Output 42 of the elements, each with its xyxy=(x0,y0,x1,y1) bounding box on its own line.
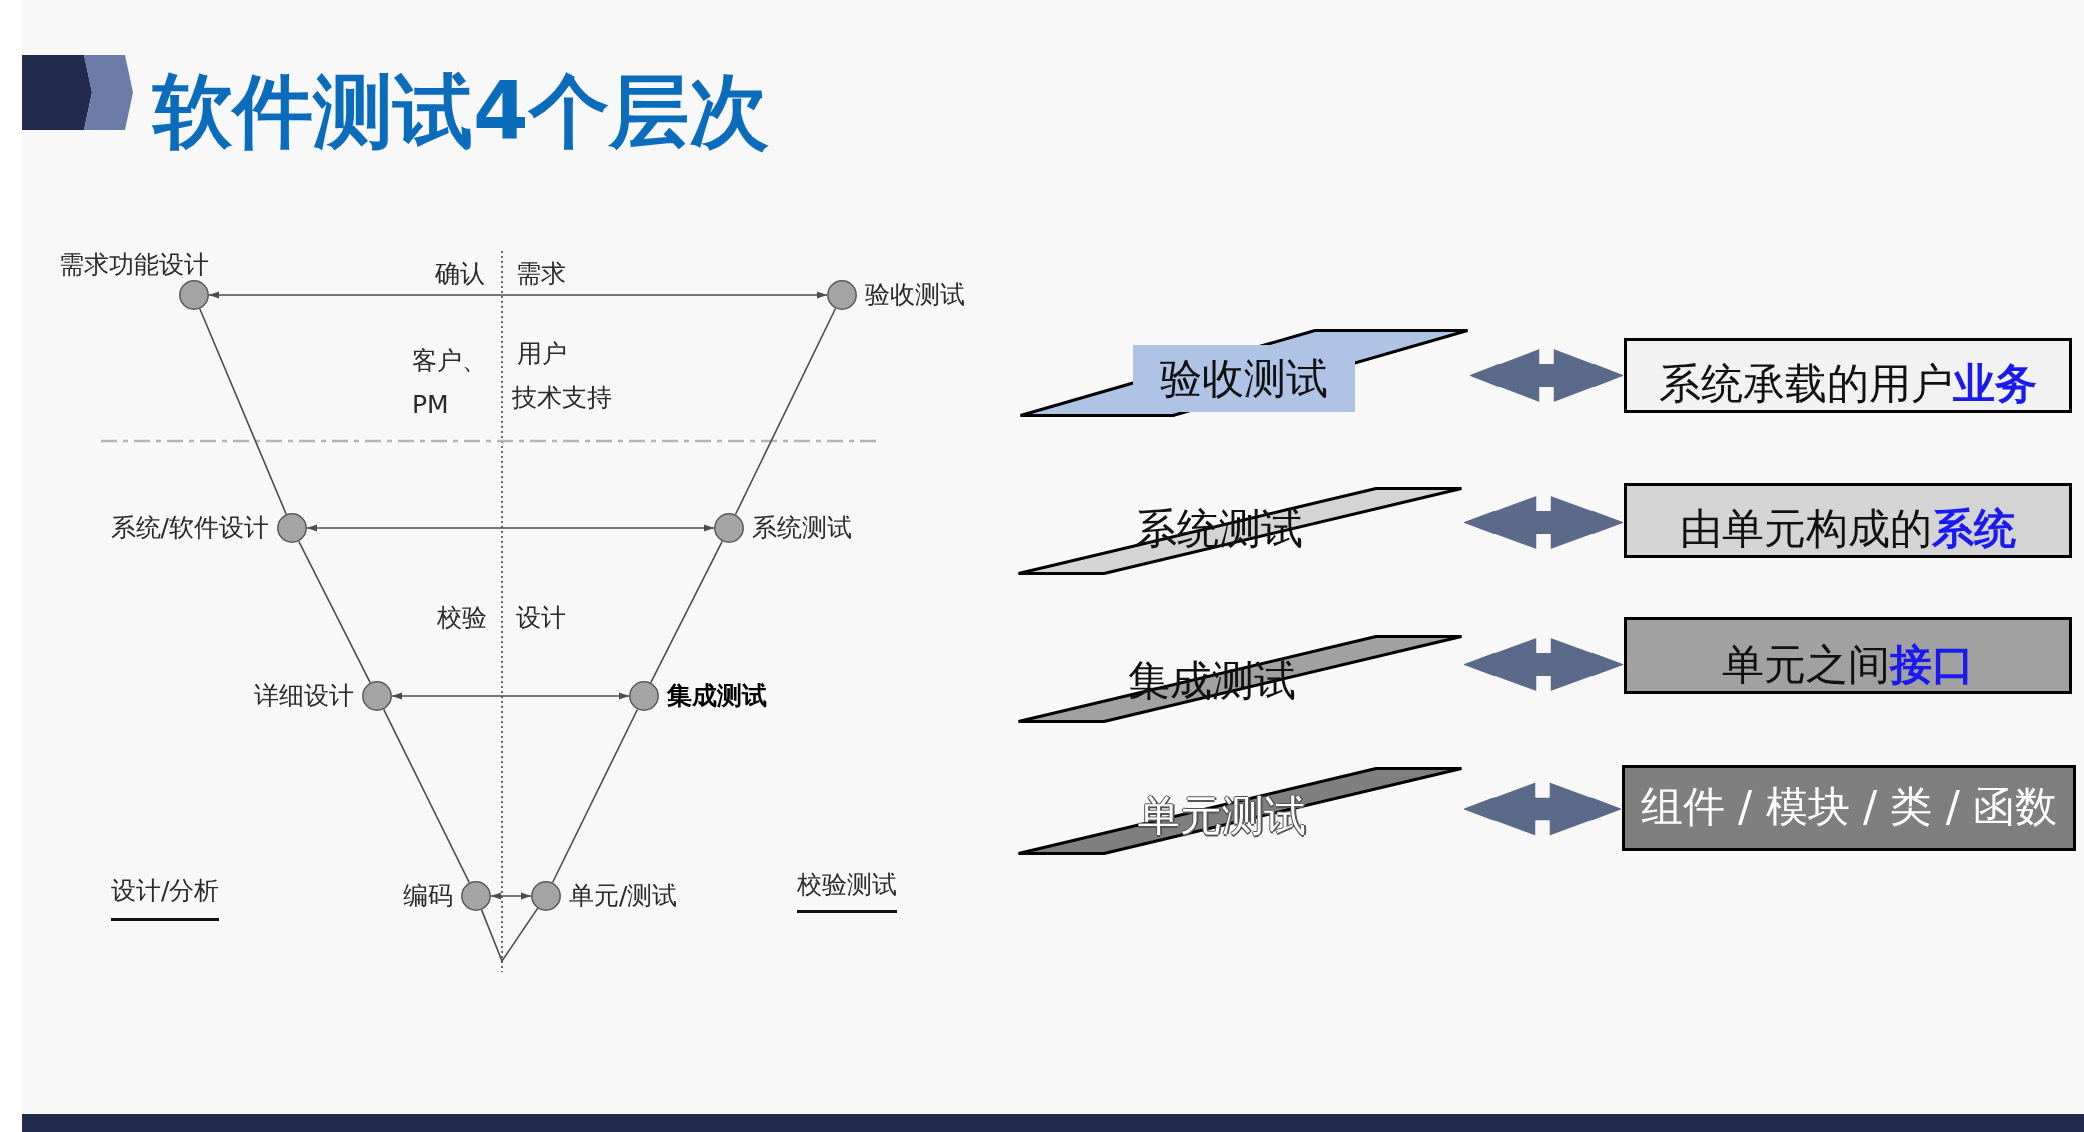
scope-text: 系统承载的用户业务 xyxy=(1659,359,2037,408)
stage-label: 详细设计 xyxy=(254,681,354,711)
annotation-text: 客户、PM xyxy=(412,345,488,421)
connector-line xyxy=(551,708,639,884)
scope-box xyxy=(1624,338,2072,413)
annotation-text: 需求 xyxy=(516,259,566,289)
connector-line xyxy=(480,907,539,963)
level-label: 验收测试 xyxy=(1133,345,1355,412)
annotation-text: 技术支持 xyxy=(512,383,612,413)
scope-text: 单元之间接口 xyxy=(1722,640,1974,689)
stage-label: 验收测试 xyxy=(865,280,965,310)
stage-label: 需求功能设计 xyxy=(59,250,209,280)
double-block-arrow xyxy=(1470,349,1623,402)
double-block-arrow xyxy=(1464,496,1623,549)
double-arrow xyxy=(208,291,828,299)
stage-label: 系统测试 xyxy=(752,513,852,543)
stage-label: 单元/测试 xyxy=(569,881,678,911)
stage-label: 系统/软件设计 xyxy=(110,513,269,543)
scope-box xyxy=(1624,483,2072,558)
section-heading: 校验测试 xyxy=(797,870,897,913)
annotation-text: 校验 xyxy=(437,603,487,633)
double-arrow xyxy=(306,524,715,532)
scope-text: 由单元构成的系统 xyxy=(1680,504,2016,553)
double-arrow xyxy=(490,892,532,900)
connector-line xyxy=(734,307,837,516)
scope-box xyxy=(1622,765,2076,851)
section-heading: 设计/分析 xyxy=(111,876,220,921)
annotation-text: 用户 xyxy=(517,339,567,369)
annotation-text: 设计 xyxy=(516,603,566,633)
double-arrow xyxy=(391,692,630,700)
scope-box xyxy=(1624,617,2072,694)
connector-line xyxy=(650,540,723,684)
slide-title: 软件测试4个层次 xyxy=(153,66,769,158)
annotation-text: 确认 xyxy=(435,259,485,289)
double-block-arrow xyxy=(1464,638,1623,691)
connector-line xyxy=(298,540,371,684)
connector-line xyxy=(382,708,471,884)
stage-label: 编码 xyxy=(403,881,453,911)
double-block-arrow xyxy=(1464,782,1621,836)
connector-line xyxy=(199,308,287,515)
scope-text: 组件 / 模块 / 类 / 函数 xyxy=(1640,782,2058,832)
stage-label: 集成测试 xyxy=(667,681,767,711)
